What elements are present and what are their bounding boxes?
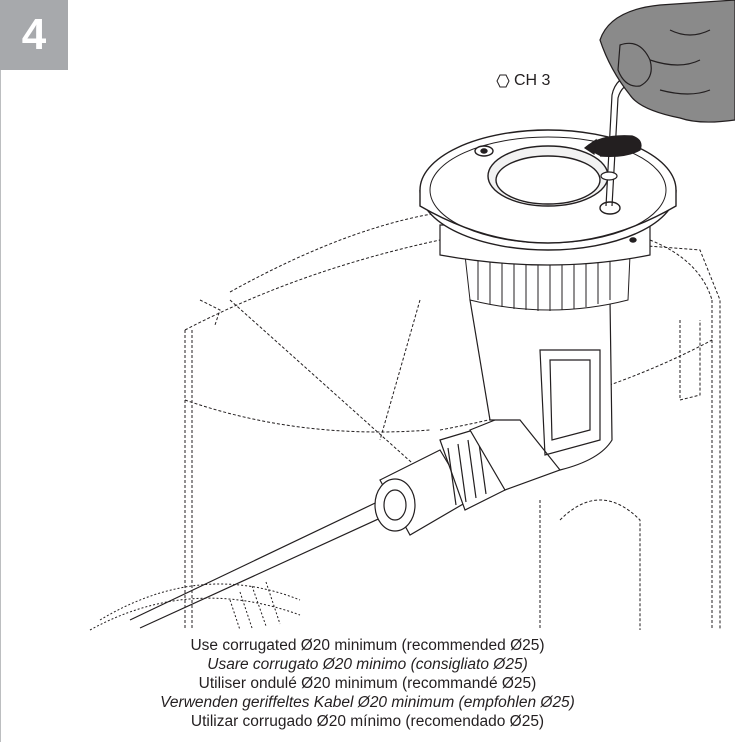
caption-english: Use corrugated Ø20 minimum (recommended … bbox=[190, 637, 545, 654]
caption-german: Verwenden geriffeltes Kabel Ø20 minimum … bbox=[160, 694, 575, 711]
caption-spanish: Utilizar corrugado Ø20 mínimo (recomenda… bbox=[190, 713, 545, 730]
grip-ring bbox=[464, 254, 631, 311]
step-badge: 4 bbox=[0, 0, 68, 70]
tool-size-label: CH 3 bbox=[496, 72, 550, 90]
caption-italian: Usare corrugato Ø20 minimo (consigliato … bbox=[207, 656, 528, 673]
top-plate bbox=[419, 129, 677, 251]
corrugated-conduit bbox=[89, 581, 301, 631]
instruction-captions: Use corrugated Ø20 minimum (recommended … bbox=[0, 636, 735, 731]
rotation-arrow-icon bbox=[583, 135, 642, 157]
cable bbox=[129, 494, 399, 629]
housing-box bbox=[184, 209, 721, 630]
caption-french: Utiliser ondulé Ø20 minimum (recommandé … bbox=[198, 675, 537, 692]
tool-size-text: CH 3 bbox=[514, 72, 551, 89]
elbow-body bbox=[469, 299, 613, 471]
step-number: 4 bbox=[21, 10, 47, 59]
left-margin-rule bbox=[0, 70, 1, 742]
hexagon-icon bbox=[496, 74, 510, 88]
gloved-hand bbox=[599, 0, 735, 123]
